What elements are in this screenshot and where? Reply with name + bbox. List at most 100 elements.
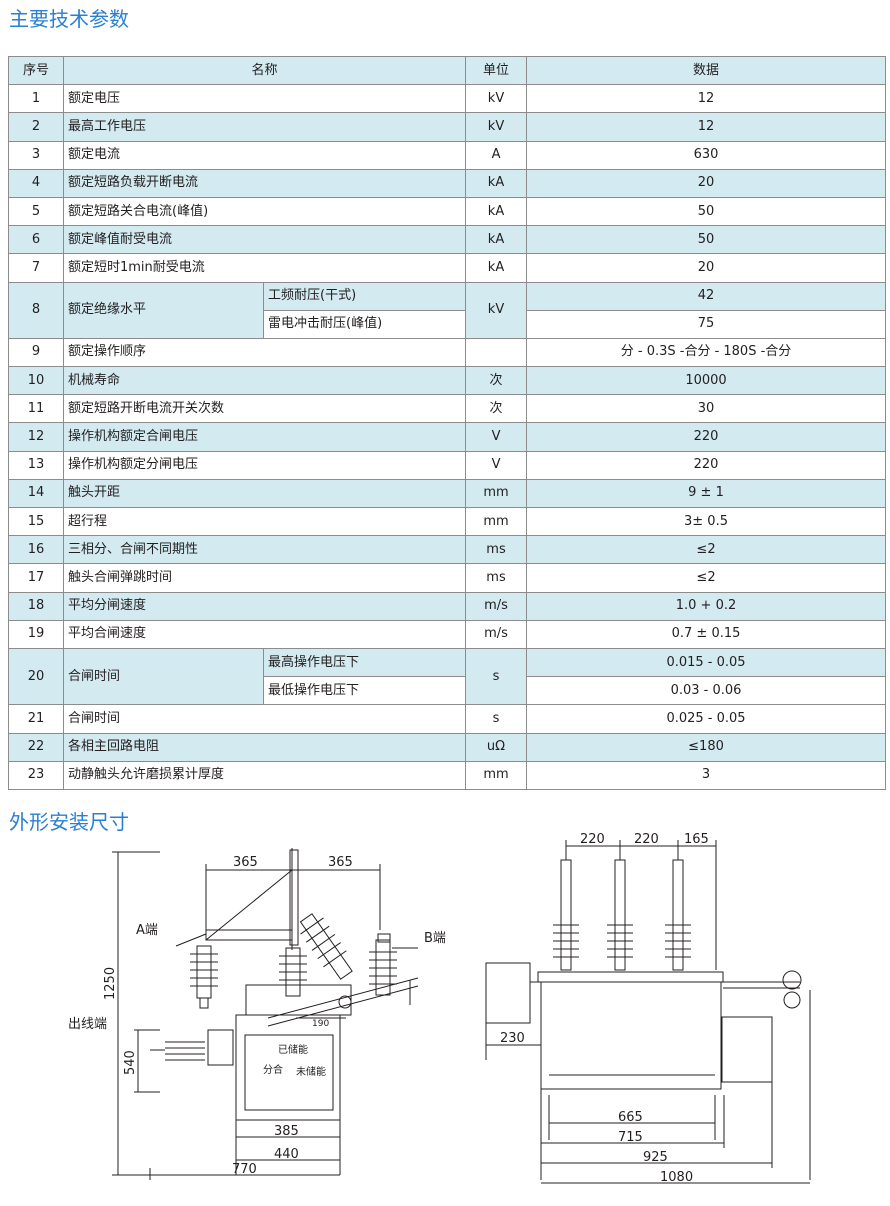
- row-unit: m/s: [465, 619, 528, 649]
- table-row: 雷电冲击耐压(峰值)75: [9, 309, 887, 339]
- row-no: 14: [8, 478, 64, 509]
- row-no: 23: [8, 760, 64, 790]
- dim-540: 540: [123, 1050, 138, 1075]
- row-name: 操作机构额定分闸电压: [62, 450, 467, 480]
- row-unit: mm: [465, 760, 528, 790]
- row-name: 超行程: [62, 506, 467, 537]
- row-unit: kA: [465, 168, 528, 198]
- row-name: 触头合闸弹跳时间: [62, 563, 467, 593]
- row-value: ≤180: [526, 732, 887, 762]
- row-name: 额定电流: [62, 140, 467, 170]
- row-value: 75: [526, 309, 887, 339]
- table-header-row: 序号 名称 单位 数据: [8, 55, 887, 86]
- dim-1080: 1080: [660, 1170, 693, 1185]
- row-name: 额定电压: [62, 84, 467, 114]
- row-name: 各相主回路电阻: [62, 732, 467, 762]
- row-unit: s: [465, 647, 528, 706]
- row-value: 30: [526, 394, 887, 424]
- row-value: 3± 0.5: [526, 506, 887, 537]
- row-unit: kA: [465, 253, 528, 283]
- row-unit: 次: [465, 394, 528, 424]
- dim-190: 190: [312, 1019, 329, 1029]
- row-unit: mm: [465, 478, 528, 509]
- row-unit: mm: [465, 506, 528, 537]
- row-name: 额定操作顺序: [62, 337, 467, 368]
- label-a-end: A端: [136, 923, 158, 938]
- left-elevation-view: [112, 848, 419, 1180]
- row-no: 6: [8, 225, 64, 255]
- row-value: 12: [526, 84, 887, 114]
- row-no: 13: [8, 450, 64, 480]
- row-value: 42: [526, 281, 887, 311]
- row-name: 额定短路负载开断电流: [62, 168, 467, 198]
- row-no: 21: [8, 704, 64, 734]
- row-name: 操作机构额定合闸电压: [62, 422, 467, 452]
- row-unit: s: [465, 704, 528, 734]
- row-name: 额定短路开断电流开关次数: [62, 394, 467, 424]
- row-unit: 次: [465, 366, 528, 396]
- row-value: 3: [526, 760, 887, 790]
- dim-165: 165: [684, 832, 709, 847]
- dimension-drawing: 365 365 A端 B端 出线端 190 1250 540 已储能 未储能 分…: [68, 832, 811, 1185]
- right-side-view: [485, 840, 811, 1184]
- row-no: 22: [8, 732, 64, 762]
- row-no: 16: [8, 535, 64, 565]
- row-name: 平均合闸速度: [62, 619, 467, 649]
- dim-220-a: 220: [580, 832, 605, 847]
- dim-715: 715: [618, 1130, 643, 1145]
- section-title-dims: 外形安装尺寸: [9, 810, 129, 834]
- row-unit: V: [465, 422, 528, 452]
- row-name: 额定绝缘水平: [63, 281, 264, 339]
- row-sub-name: 最高操作电压下: [262, 647, 467, 678]
- row-unit: ms: [465, 563, 528, 593]
- label-b-end: B端: [424, 931, 446, 946]
- row-unit: uΩ: [465, 732, 528, 762]
- row-name: 最高工作电压: [62, 112, 467, 142]
- label-out-end: 出线端: [68, 1017, 107, 1032]
- row-name: 额定峰值耐受电流: [62, 225, 467, 255]
- row-no: 15: [8, 506, 64, 537]
- row-unit: kV: [465, 112, 528, 142]
- row-no: 11: [8, 394, 64, 424]
- row-value: 0.025 - 0.05: [526, 704, 887, 734]
- row-no: 17: [8, 563, 64, 593]
- dim-220-b: 220: [634, 832, 659, 847]
- row-value: 9 ± 1: [526, 478, 887, 509]
- row-unit: m/s: [465, 591, 528, 621]
- row-name: 合闸时间: [63, 647, 264, 706]
- row-value: 0.015 - 0.05: [526, 647, 887, 678]
- header-value: 数据: [526, 55, 887, 86]
- row-unit: A: [465, 140, 528, 170]
- row-name: 额定短路关合电流(峰值): [62, 196, 467, 227]
- row-unit: ms: [465, 535, 528, 565]
- row-value: 10000: [526, 366, 887, 396]
- row-no: 10: [8, 366, 64, 396]
- label-not-stored: 未储能: [296, 1065, 326, 1078]
- row-no: 12: [8, 422, 64, 452]
- row-value: 0.03 - 0.06: [526, 676, 887, 706]
- section-title-params: 主要技术参数: [9, 7, 129, 31]
- row-value: 220: [526, 422, 887, 452]
- dim-1250: 1250: [103, 967, 118, 1000]
- label-stored: 已储能: [278, 1043, 308, 1056]
- dim-385: 385: [274, 1124, 299, 1139]
- row-no: 4: [8, 168, 64, 198]
- row-value: 分 - 0.3S -合分 - 180S -合分: [526, 337, 887, 368]
- row-name: 额定短时1min耐受电流: [62, 253, 467, 283]
